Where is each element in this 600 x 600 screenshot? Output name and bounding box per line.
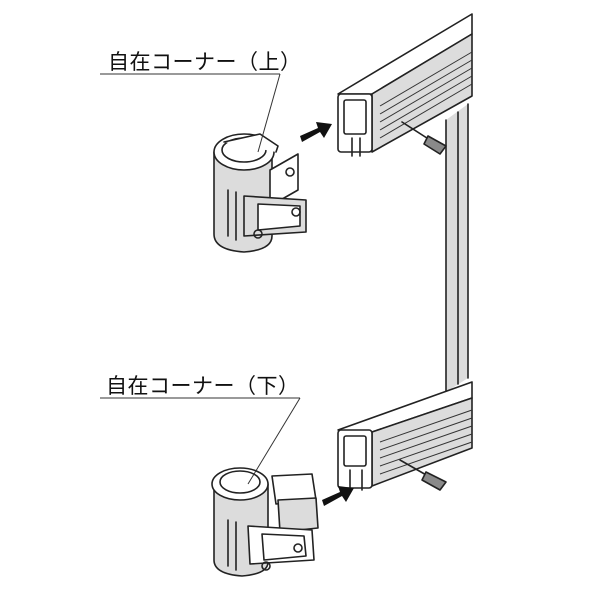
leader-top [100, 73, 281, 153]
top-rail [337, 13, 473, 157]
leader-bottom [100, 397, 301, 485]
label-upper-corner: 自在コーナー（上） [108, 50, 302, 74]
corner-fitting-bottom [211, 467, 319, 577]
screw-bottom [399, 459, 447, 491]
corner-fitting-top [213, 133, 307, 253]
label-lower-corner: 自在コーナー（下） [106, 374, 300, 398]
arrow-bottom [322, 486, 354, 506]
bottom-rail [337, 381, 473, 491]
arrow-top [300, 122, 332, 142]
vertical-frame [445, 103, 469, 393]
screw-top [401, 121, 447, 155]
